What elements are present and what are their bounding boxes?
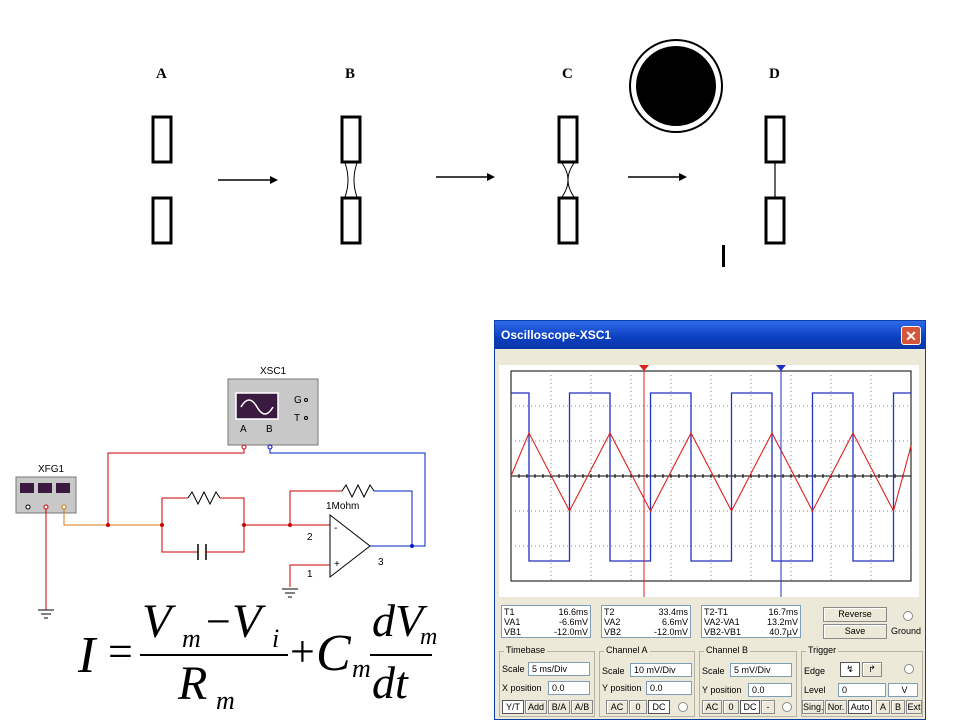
stage-c-bridge-left	[561, 162, 569, 198]
window-title: Oscilloscope-XSC1	[501, 328, 612, 342]
timebase-group: Timebase Scale 5 ms/Div X position 0.0 Y…	[499, 645, 595, 717]
stage-c-upper-electrode	[557, 115, 579, 164]
reverse-button[interactable]: Reverse	[823, 607, 887, 622]
trigger-level-field[interactable]: 0	[838, 683, 886, 697]
svg-text:3: 3	[378, 557, 384, 568]
channel-b-trace	[511, 392, 911, 562]
stage-label-c: C	[562, 66, 573, 82]
save-button[interactable]: Save	[823, 624, 887, 639]
trigger-auto-button[interactable]: Auto	[848, 700, 872, 714]
channel-a-dc-button[interactable]: DC	[648, 700, 670, 714]
svg-text:+: +	[334, 559, 340, 570]
scope-port-b: B	[266, 424, 273, 435]
stage-label-b: B	[345, 66, 356, 82]
channel-a-scale-field[interactable]: 10 mV/Div	[630, 663, 692, 677]
resistor-label: 1Mohm	[326, 501, 359, 512]
svg-text:2: 2	[307, 532, 313, 543]
trigger-normal-button[interactable]: Nor.	[825, 700, 847, 714]
svg-text:1: 1	[307, 569, 313, 580]
trigger-unit-select[interactable]: V	[888, 683, 918, 697]
channel-a-radio[interactable]	[678, 702, 688, 712]
trigger-b-button[interactable]: B	[891, 700, 905, 714]
channel-a-group: Channel A Scale 10 mV/Div Y position 0.0…	[599, 645, 695, 717]
timebase-xpos-field[interactable]: 0.0	[548, 681, 590, 695]
membrane-current-formula: I = V m − V i R m + C m dV m dt	[78, 595, 438, 715]
opamp	[329, 513, 371, 579]
stage-label-d: D	[769, 66, 780, 82]
ground-radio[interactable]	[903, 611, 913, 621]
close-icon[interactable]: ✕	[901, 326, 921, 345]
cursor-t2-handle-icon[interactable]	[776, 365, 786, 371]
stage-b-lower-electrode	[340, 196, 362, 245]
ab-button[interactable]: A/B	[571, 700, 593, 714]
trigger-radio[interactable]	[904, 664, 914, 674]
yt-button[interactable]: Y/T	[502, 700, 524, 714]
channel-a-ac-button[interactable]: AC	[606, 700, 628, 714]
channel-a-ypos-field[interactable]: 0.0	[646, 681, 692, 695]
trigger-group: Trigger Edge ↯ ↱ Level 0 V Sing. Nor. Au…	[801, 645, 923, 717]
text-cursor-icon	[722, 245, 725, 267]
scope-port-a: A	[240, 424, 247, 435]
ground-label: Ground	[891, 626, 922, 636]
scope-t: T	[294, 413, 300, 424]
channel-b-invert-button[interactable]: -	[761, 700, 775, 714]
scope-name: XSC1	[260, 366, 287, 377]
channel-b-group: Channel B Scale 5 mV/Div Y position 0.0 …	[699, 645, 797, 717]
trigger-ext-button[interactable]: Ext	[906, 700, 922, 714]
channel-b-zero-button[interactable]: 0	[723, 700, 739, 714]
stage-b-upper-electrode	[340, 115, 362, 164]
channel-a-trace	[510, 431, 912, 513]
channel-b-radio[interactable]	[782, 702, 792, 712]
circuit-schematic: XSC1 G T A B XFG1 1Mohm - + 2 3 1	[15, 366, 426, 619]
ba-button[interactable]: B/A	[548, 700, 570, 714]
stage-b-bridge-right	[353, 162, 358, 198]
channel-b-dc-button[interactable]: DC	[740, 700, 760, 714]
stage-label-a: A	[156, 66, 167, 82]
channel-b-ac-button[interactable]: AC	[702, 700, 722, 714]
stage-a-upper-electrode	[151, 115, 173, 164]
add-button[interactable]: Add	[525, 700, 547, 714]
scope-g: G	[294, 395, 302, 406]
trigger-a-button[interactable]: A	[876, 700, 890, 714]
window-title-bar[interactable]: Oscilloscope-XSC1	[495, 321, 925, 349]
timebase-scale-field[interactable]: 5 ms/Div	[528, 662, 590, 676]
channel-a-zero-button[interactable]: 0	[629, 700, 647, 714]
falling-edge-icon[interactable]: ↱	[862, 662, 882, 677]
stage-d-upper-electrode	[764, 115, 786, 164]
channel-b-scale-field[interactable]: 5 mV/Div	[730, 663, 792, 677]
stage-c-bridge-right	[567, 162, 575, 198]
rising-edge-icon[interactable]: ↯	[840, 662, 860, 677]
fgen-name: XFG1	[38, 464, 65, 475]
capillary-diagram	[151, 39, 786, 245]
channel-b-ypos-field[interactable]: 0.0	[748, 683, 792, 697]
scope-display	[499, 365, 919, 597]
stage-c-lower-electrode	[557, 196, 579, 245]
svg-text:-: -	[334, 523, 337, 534]
stage-b-bridge-left	[344, 162, 349, 198]
stage-d-lower-electrode	[764, 196, 786, 245]
stage-a-lower-electrode	[151, 196, 173, 245]
cursor-t1-handle-icon[interactable]	[639, 365, 649, 371]
trigger-single-button[interactable]: Sing.	[802, 700, 824, 714]
